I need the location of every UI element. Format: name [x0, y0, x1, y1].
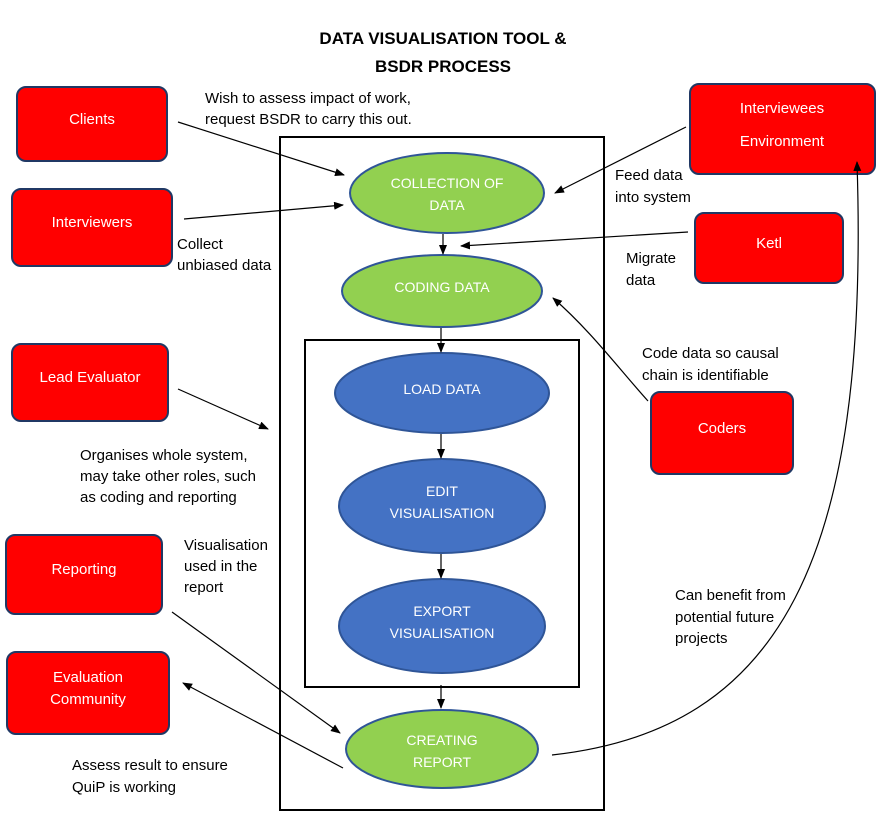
actor-interviewers: Interviewers [11, 188, 173, 267]
arrow-clients-to-collection [177, 121, 345, 177]
edit-label-2: VISUALISATION [390, 505, 495, 521]
actor-clients: Clients [16, 86, 168, 162]
coders-box [650, 391, 794, 475]
collection-label-1: COLLECTION OF [391, 175, 504, 191]
future-note-1: Can benefit from [675, 587, 786, 604]
coders-note-2: chain is identifiable [642, 367, 769, 384]
interviewers-box [11, 188, 173, 267]
export-label-1: EXPORT [413, 603, 471, 619]
reporting-note-3: report [184, 579, 224, 596]
interviewers-note-1: Collect [177, 236, 224, 253]
arrow-lead-evaluator-to-system [177, 388, 269, 430]
actor-coders: Coders [650, 391, 794, 475]
step-coding-data: CODING DATA [341, 254, 543, 328]
clients-note-2: request BSDR to carry this out. [205, 111, 412, 128]
community-note-1: Assess result to ensure [72, 757, 228, 774]
step-creating-report: CREATING REPORT [345, 709, 539, 789]
interviewees-label: Interviewees [740, 100, 824, 117]
step-export-visualisation: EXPORT VISUALISATION [338, 578, 546, 674]
lead-evaluator-box [11, 343, 169, 422]
step-collection-of-data: COLLECTION OF DATA [349, 152, 545, 234]
actor-lead-evaluator: Lead Evaluator [11, 343, 169, 422]
interviewees-box [689, 83, 876, 175]
evaluation-community-box [6, 651, 170, 735]
clients-note-1: Wish to assess impact of work, [205, 90, 411, 107]
reporting-note-1: Visualisation [184, 537, 268, 554]
creating-label-2: REPORT [413, 754, 472, 770]
lead-note-1: Organises whole system, [80, 447, 248, 464]
coding-label: CODING DATA [394, 279, 490, 295]
diagram-title-line1: DATA VISUALISATION TOOL & [319, 29, 566, 48]
evaluation-community-label-1: Evaluation [53, 669, 123, 686]
actor-reporting: Reporting [5, 534, 163, 615]
community-note-2: QuiP is working [72, 779, 176, 796]
load-ellipse [334, 352, 550, 434]
lead-note-3: as coding and reporting [80, 489, 237, 506]
actor-evaluation-community: Evaluation Community [6, 651, 170, 735]
actor-ketl: Ketl [694, 212, 844, 284]
evaluation-community-label-2: Community [50, 691, 126, 708]
lead-note-2: may take other roles, such [80, 468, 256, 485]
ketl-box [694, 212, 844, 284]
arrow-ketl-to-coding [460, 231, 689, 250]
creating-report-ellipse [345, 709, 539, 789]
arrow-reporting-to-report [171, 611, 341, 734]
tool-frame [304, 339, 580, 688]
ketl-label: Ketl [756, 235, 782, 252]
step-load-data: LOAD DATA [334, 352, 550, 434]
feed-note-2: into system [615, 189, 691, 206]
creating-label-1: CREATING [406, 732, 477, 748]
arrow-coders-to-coding [552, 297, 649, 402]
collection-label-2: DATA [429, 197, 465, 213]
lead-evaluator-label: Lead Evaluator [40, 369, 141, 386]
migrate-note-1: Migrate [626, 250, 676, 267]
arrow-interviewees-to-collection [554, 126, 687, 194]
environment-label: Environment [740, 133, 825, 150]
step-edit-visualisation: EDIT VISUALISATION [338, 458, 546, 554]
arrow-report-to-community [182, 682, 344, 769]
process-frame [279, 136, 605, 811]
coding-ellipse [341, 254, 543, 328]
future-note-3: projects [675, 630, 728, 647]
diagram-title-line2: BSDR PROCESS [375, 57, 511, 76]
actor-interviewees-environment: Interviewees Environment [689, 83, 876, 175]
clients-label: Clients [69, 111, 115, 128]
clients-box [16, 86, 168, 162]
edit-label-1: EDIT [426, 483, 458, 499]
edit-ellipse [338, 458, 546, 554]
feed-note-1: Feed data [615, 167, 683, 184]
export-ellipse [338, 578, 546, 674]
migrate-note-2: data [626, 272, 656, 289]
export-label-2: VISUALISATION [390, 625, 495, 641]
coders-label: Coders [698, 420, 746, 437]
reporting-label: Reporting [51, 561, 116, 578]
interviewers-note-2: unbiased data [177, 257, 272, 274]
future-note-2: potential future [675, 609, 774, 626]
load-label: LOAD DATA [403, 381, 481, 397]
coders-note-1: Code data so causal [642, 345, 779, 362]
arrow-report-to-interviewees [551, 161, 862, 756]
interviewers-label: Interviewers [52, 214, 133, 231]
reporting-box [5, 534, 163, 615]
reporting-note-2: used in the [184, 558, 257, 575]
arrow-interviewers-to-collection [183, 201, 344, 220]
collection-ellipse [349, 152, 545, 234]
